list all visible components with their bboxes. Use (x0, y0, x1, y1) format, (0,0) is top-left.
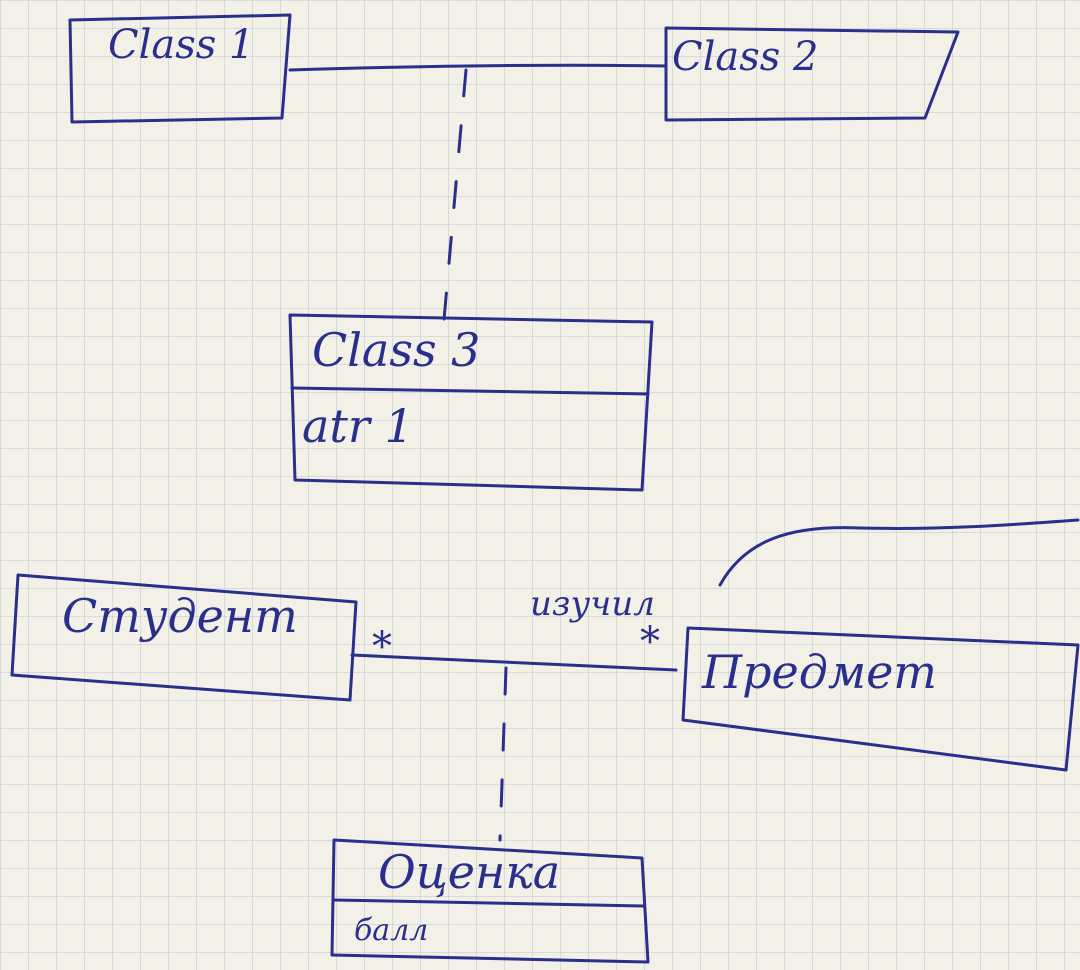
class3-outline (288, 313, 654, 492)
class3-name: Class 3 (312, 323, 480, 377)
grade-divider (332, 898, 646, 908)
class2-box: Class 2 (664, 26, 960, 122)
subject-name: Предмет (701, 645, 937, 699)
student-outline (10, 573, 358, 702)
subject-box: Предмет (681, 626, 1080, 772)
student-subject-association-line (350, 653, 678, 672)
class1-name: Class 1 (108, 22, 254, 68)
grade-association-dashed-line (498, 666, 508, 842)
class3-attribute: atr 1 (302, 399, 414, 453)
association-left-multiplicity: * (372, 624, 392, 670)
class2-outline (664, 26, 960, 122)
class1-outline (68, 13, 292, 124)
class3-box: Class 3 atr 1 (288, 313, 654, 492)
grade-box: Оценка балл (330, 838, 650, 964)
grade-outline (330, 838, 650, 964)
subject-outline (681, 626, 1080, 772)
student-name: Студент (62, 589, 298, 643)
stray-pen-stroke (718, 518, 1080, 587)
class1-class2-association-line (288, 63, 668, 72)
association-right-multiplicity: * (640, 619, 660, 665)
student-box: Студент (10, 573, 358, 702)
class1-box: Class 1 (68, 13, 292, 124)
grade-name: Оценка (378, 845, 560, 899)
association-label: изучил (530, 584, 655, 624)
class2-name: Class 2 (672, 34, 818, 80)
class3-association-dashed-line (442, 68, 468, 322)
class3-divider (290, 386, 650, 396)
grade-attribute: балл (354, 913, 428, 948)
